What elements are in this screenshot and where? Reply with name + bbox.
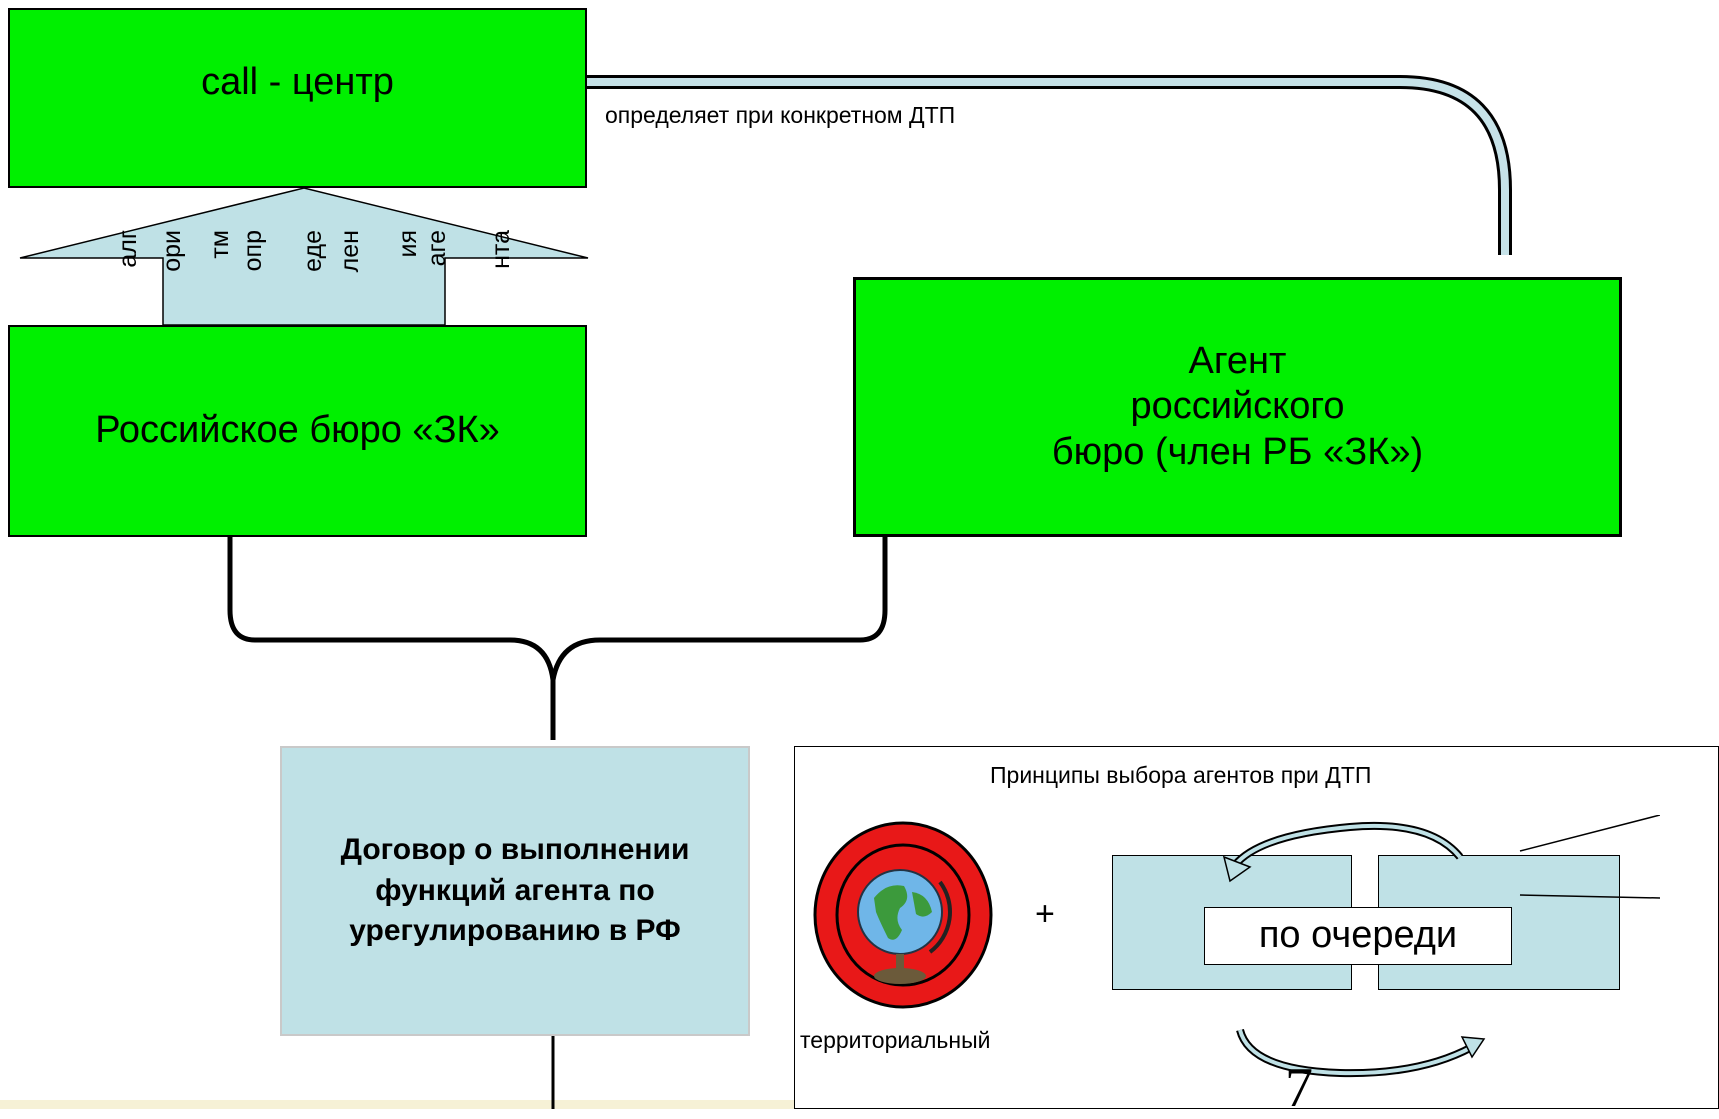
algorithm-fragment: нта [487, 230, 515, 269]
agent-line-2: российского [1130, 385, 1345, 428]
agent-box: Агент российского бюро (член РБ «ЗК») [853, 277, 1622, 537]
call-center-label: call - центр [201, 61, 394, 104]
algorithm-fragment: тм [206, 230, 234, 259]
arrow-link-label: определяет при конкретном ДТП [605, 102, 956, 128]
agent-line-3: бюро (член РБ «ЗК») [1051, 430, 1424, 473]
algorithm-fragment: аге [423, 230, 451, 267]
russian-bureau-box: Российское бюро «ЗК» [8, 325, 587, 537]
contract-text: Договор о выполнении функций агента по у… [340, 833, 690, 948]
agent-line-1: Агент [1188, 339, 1287, 382]
algorithm-fragment: лен [336, 230, 364, 273]
globe-icon [813, 821, 993, 1009]
algorithm-fragment: опр [239, 230, 267, 272]
slide-number: 7 [1285, 1057, 1313, 1119]
contract-box: Договор о выполнении функций агента по у… [280, 746, 750, 1036]
algorithm-fragment: еде [299, 230, 327, 272]
algorithm-fragment: ори [158, 230, 186, 272]
queue-label: по очереди [1204, 907, 1512, 965]
algorithm-fragment: ия [394, 230, 422, 258]
plus-sign: + [1035, 895, 1055, 933]
territorial-label: территориальный [800, 1027, 991, 1053]
cycle-arrows [1222, 815, 1660, 1078]
algorithm-fragment: алг [114, 230, 142, 268]
russian-bureau-label: Российское бюро «ЗК» [95, 409, 500, 452]
principles-title: Принципы выбора агентов при ДТП [990, 762, 1372, 788]
call-center-box: call - центр [8, 8, 587, 188]
